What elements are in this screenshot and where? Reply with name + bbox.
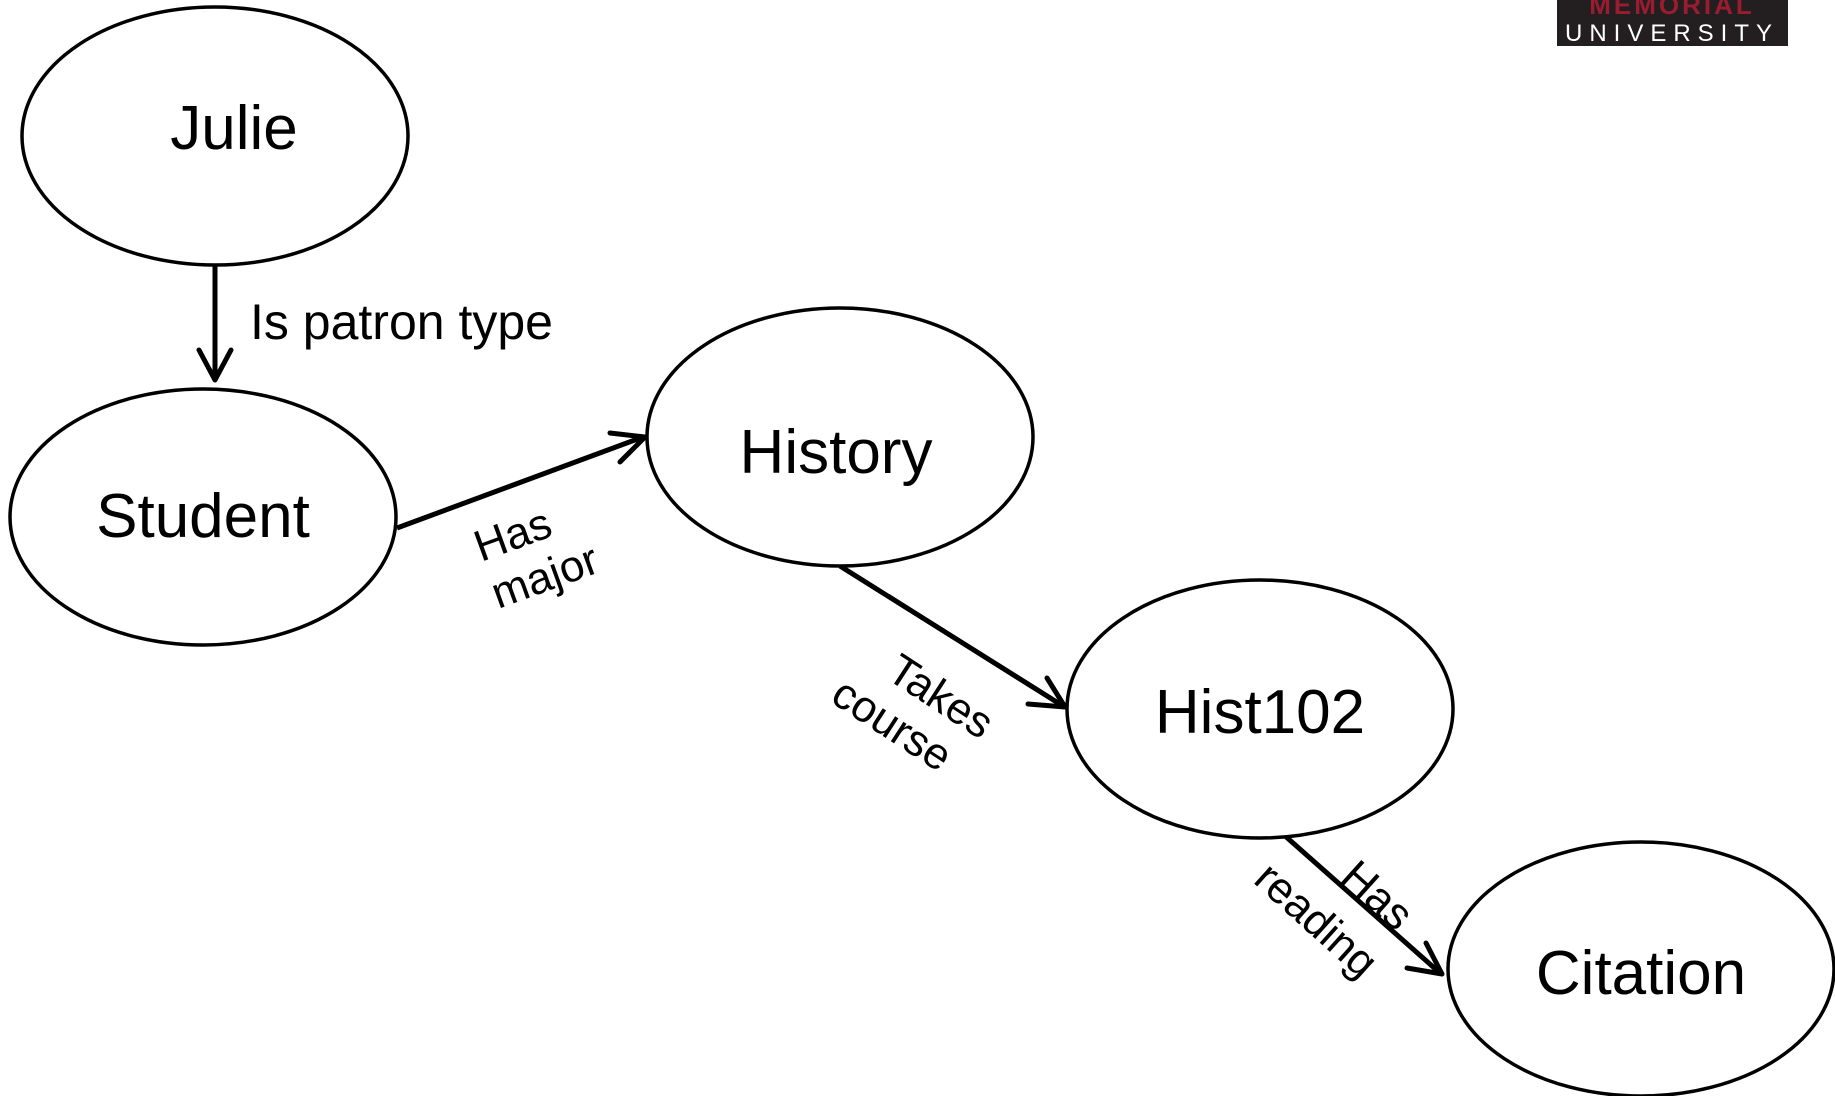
- arrowhead-icon: [1404, 940, 1445, 977]
- edge-has-major: [396, 430, 648, 531]
- node-student: Student: [8, 387, 398, 647]
- node-hist102: Hist102: [1065, 578, 1455, 840]
- node-label: History: [740, 418, 933, 487]
- memorial-university-logo: MEMORIAL UNIVERSITY: [1557, 0, 1788, 47]
- edge-label-is-patron-type: Is patron type: [250, 294, 553, 350]
- logo-line-2: UNIVERSITY: [1565, 20, 1779, 47]
- edge-label-has-major: Has major: [468, 499, 605, 619]
- node-label: Student: [96, 482, 310, 551]
- edge-takes-course: [838, 563, 1068, 710]
- node-label: Hist102: [1155, 678, 1365, 747]
- arrowhead-icon: [1025, 675, 1068, 710]
- node-history: History: [645, 306, 1035, 568]
- node-label: Julie: [170, 94, 298, 163]
- arrowhead-icon: [196, 347, 234, 383]
- node-label: Citation: [1536, 939, 1746, 1008]
- node-julie: Julie: [20, 5, 410, 267]
- logo-line-1: MEMORIAL: [1589, 0, 1755, 20]
- edge-is-patron-type: [196, 266, 234, 383]
- node-citation: Citation: [1446, 840, 1835, 1096]
- arrowhead-icon: [607, 430, 648, 465]
- edge-has-reading: [1282, 833, 1445, 977]
